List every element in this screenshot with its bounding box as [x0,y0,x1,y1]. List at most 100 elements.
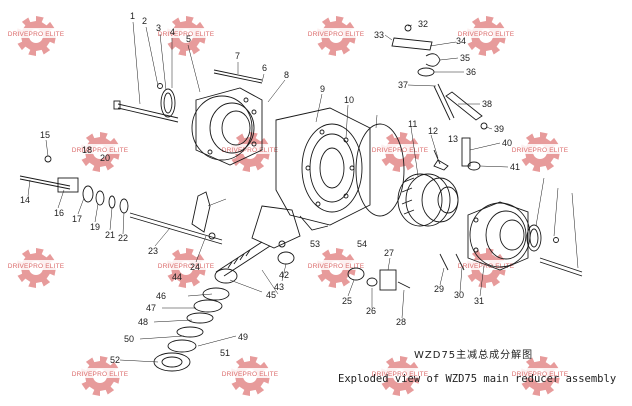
shift-fork [191,191,216,240]
part-label: 4 [170,27,175,37]
part-label: 37 [398,80,408,90]
part-label: 14 [20,195,30,205]
part-label: 26 [366,306,376,316]
part-label: 38 [482,99,492,109]
part-label: 12 [428,126,438,136]
part-label: 17 [72,214,82,224]
part-label: 29 [434,284,444,294]
part-label: 50 [124,334,134,344]
part-label: 23 [148,246,158,256]
watermark-gear-icon: DRIVEPRO ELITE [150,248,222,288]
shift-shaft [129,212,223,245]
part-label: 42 [279,270,289,280]
part-label: 32 [418,19,428,29]
caption-english: Exploded view of WZD75 main reducer asse… [338,373,616,385]
watermark-text: DRIVEPRO ELITE [158,263,215,270]
watermark-text: DRIVEPRO ELITE [372,371,429,378]
bolt-long-right [539,257,583,277]
watermark-gear-icon: DRIVEPRO ELITE [300,248,372,288]
bolt-long-left [113,100,179,123]
watermark-gear-icon: DRIVEPRO ELITE [214,356,286,396]
watermark-gear-icon: DRIVEPRO ELITE [450,16,522,56]
watermark-gear-icon: DRIVEPRO ELITE [364,132,436,172]
watermark-text: DRIVEPRO ELITE [512,147,569,154]
watermark-gear-icon: DRIVEPRO ELITE [504,132,576,172]
watermark-text: DRIVEPRO ELITE [72,371,129,378]
left-bearing-ring [160,88,176,118]
watermark-gear-icon: DRIVEPRO ELITE [64,132,136,172]
part-label: 49 [238,332,248,342]
part-label: 7 [235,51,240,61]
main-housing [275,107,371,231]
part-label: 47 [146,303,156,313]
part-label: 53 [310,239,320,249]
drive-pinion [215,205,301,277]
part-label: 52 [110,355,120,365]
part-label: 51 [220,348,230,358]
caption-chinese: WZD75主减总成分解图 [414,348,533,361]
housing-gasket [355,123,405,217]
part-label: 11 [408,119,417,129]
leader-lines [27,21,579,363]
pinion-bearing-stack [153,268,238,372]
part-label: 28 [396,317,406,327]
part-label: 9 [320,84,325,94]
watermark-text: DRIVEPRO ELITE [458,31,515,38]
part-label: 8 [284,70,289,80]
watermark-text: DRIVEPRO ELITE [512,371,569,378]
watermark-text: DRIVEPRO ELITE [308,31,365,38]
part-label: 10 [344,95,354,105]
part-label: 43 [274,282,284,292]
watermark-gear-icon: DRIVEPRO ELITE [214,132,286,172]
part-label: 20 [100,153,110,163]
watermark-gear-icon: DRIVEPRO ELITE [364,356,436,396]
differential-assembly [397,173,459,227]
part-label: 25 [342,296,352,306]
left-bearing-housing [191,87,263,166]
watermark-layer: DRIVEPRO ELITE DRIVEPRO ELITE DRIVEPRO ELI… [0,16,576,396]
part-label: 1 [130,11,135,21]
small-fasteners [44,83,559,271]
watermark-text: DRIVEPRO ELITE [158,31,215,38]
part-label: 16 [54,208,64,218]
part-label: 6 [262,63,267,73]
part-label: 45 [266,290,276,300]
watermark-gear-icon: DRIVEPRO ELITE [504,356,576,396]
part-label: 48 [138,317,148,327]
part-number-labels: 1 2 3 4 5 6 7 8 9 10 11 12 13 14 15 16 1… [20,11,520,365]
part-label: 41 [510,162,520,172]
stud-rod [213,69,263,84]
watermark-gear-icon: DRIVEPRO ELITE [0,248,72,288]
watermark-text: DRIVEPRO ELITE [72,147,129,154]
right-bearing-ring [526,224,542,252]
part-label: 34 [456,36,466,46]
watermark-gear-icon: DRIVEPRO ELITE [0,16,72,56]
part-label: 54 [357,239,367,249]
watermark-text: DRIVEPRO ELITE [8,263,65,270]
part-label: 21 [105,230,115,240]
part-label: 24 [190,262,200,272]
part-label: 2 [142,16,147,26]
watermark-text: DRIVEPRO ELITE [222,147,279,154]
watermark-gear-icon: DRIVEPRO ELITE [150,16,222,56]
part-label: 19 [90,222,100,232]
part-label: 39 [494,124,504,134]
part-label: 3 [156,23,161,33]
part-label: 36 [466,67,476,77]
part-label: 31 [474,296,484,306]
watermark-gear-icon: DRIVEPRO ELITE [300,16,372,56]
watermark-gear-icon: DRIVEPRO ELITE [64,356,136,396]
part-label: 44 [172,272,182,282]
watermark-text: DRIVEPRO ELITE [8,31,65,38]
part-label: 22 [118,233,128,243]
part-label: 15 [40,130,50,140]
part-label: 46 [156,291,166,301]
watermark-text: DRIVEPRO ELITE [222,371,279,378]
shift-rod [19,175,129,214]
part-label: 18 [82,145,92,155]
part-label: 30 [454,290,464,300]
watermark-text: DRIVEPRO ELITE [308,263,365,270]
part-label: 40 [502,138,512,148]
